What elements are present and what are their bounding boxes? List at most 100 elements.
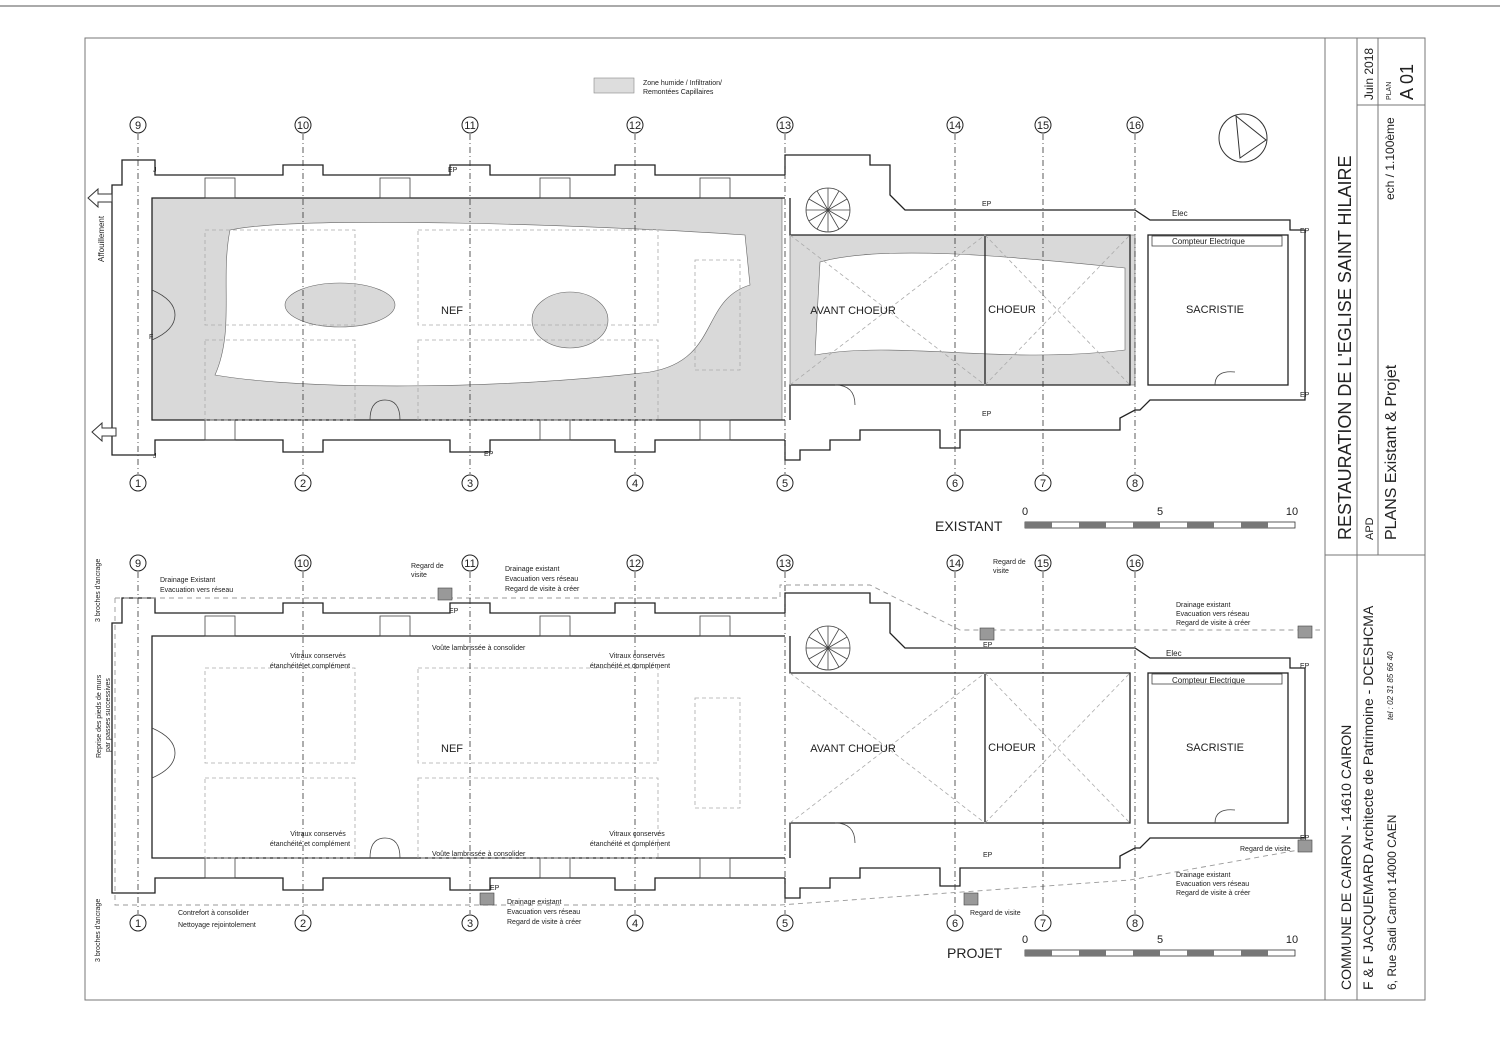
scale-bar-segment [1187,522,1214,528]
elec-label: Elec [1172,209,1188,218]
sacristie-wall [1147,234,1289,386]
stair-step [827,209,840,230]
grid-axis-bubble [776,474,794,492]
plan-existant [111,154,1306,461]
vault-outline [694,259,741,371]
grid-axis-label: 12 [629,558,641,570]
drainage-note-line: Evacuation vers réseau [1176,611,1249,618]
broches-ancrage-label: 3 broches d'ancrage [95,559,102,622]
room-label-avant-choeur: AVANT CHOEUR [810,305,896,317]
regard-visite-icon [437,587,453,601]
electric-meter-box [1151,673,1283,685]
ep-label: EP [982,201,992,208]
contrefort-note: Contrefort à consolider [178,910,249,917]
drainage-note: Drainage existant Evacuation vers réseau… [507,899,582,926]
grid-axis-label: 13 [779,120,791,132]
regard-visite-label: Regard de [411,563,444,570]
window [204,419,236,441]
electric-meter-box [1151,235,1283,247]
arrow-left-icon [87,187,113,209]
window [539,615,571,637]
grid-axis-label: 12 [629,120,641,132]
vault-outline [417,667,659,764]
arrow-left-icon [91,421,117,443]
grid-axis-bubble [1126,116,1144,134]
compteur-electrique-label: Compteur Electrique [1172,676,1245,685]
grid-axis-label: 4 [632,918,638,930]
grid-axis-label: 2 [300,478,306,490]
ep-label: EP [982,411,992,418]
date-label: Juin 2018 [1362,48,1376,100]
grid-axis-bubble [294,914,312,932]
grid-axis-bubble [946,116,964,134]
ep-label: EP [1300,835,1310,842]
sacristy-passage-door [834,384,856,406]
grid-axis-bubble [294,116,312,134]
window [204,177,236,199]
drainage-note-line: Evacuation vers réseau [507,909,580,916]
nave-wall-inner [151,635,785,859]
vault-outline [417,229,659,326]
scale-label: ech / 1.100ème [1383,117,1397,200]
vitraux-note-line: étanchéité et complément [590,663,670,670]
drainage-note-line: Drainage existant [1176,872,1231,879]
scale-bar-segment [1025,950,1052,956]
legend-swatch-wet-zone [593,77,635,94]
vitraux-note-line: Vitraux conservés [290,653,346,660]
drainage-line [114,598,1311,906]
stair-step [808,198,829,211]
nave-wall-outer [111,597,785,894]
grid-axis-bubble [626,914,644,932]
room-label-avant-choeur: AVANT CHOEUR [810,743,896,755]
grid-axis-bubble [1126,474,1144,492]
sheet-border [84,37,1426,1001]
drainage-note: Drainage existant Evacuation vers réseau… [505,566,580,593]
client-name: COMMUNE DE CAIRON - 14610 CAIRON [1338,725,1354,990]
window [699,177,731,199]
drainage-note: Drainage existant Evacuation vers réseau… [1176,602,1251,627]
grid-axis-label: 8 [1132,478,1138,490]
vault-outline [204,229,356,326]
vault-rib [789,672,986,824]
regard-visite-icon [479,892,495,906]
vitraux-note-line: étanchéité et complément [270,841,350,848]
chancel-wall-outer [784,154,1306,461]
j-marker: J [153,167,157,174]
grid-axis-label: 3 [467,918,473,930]
chancel-wall-inner [789,198,1131,420]
grid-axis-label: 6 [952,478,958,490]
west-door [151,289,176,341]
scale-bar-label: 0 [1022,934,1028,946]
window [699,615,731,637]
project-title: RESTAURATION DE L'EGLISE SAINT HILAIRE [1335,155,1355,540]
dry-zone [214,222,751,387]
chancel-wall-inner [789,636,1131,858]
grid-axis-bubble [1126,554,1144,572]
regard-visite-label-2: visite [411,572,427,579]
room-label-sacristie: SACRISTIE [1186,304,1244,316]
grid-axis-label: 3 [467,478,473,490]
scale-bar-label: 10 [1286,934,1298,946]
scale-bar-segment [1025,522,1052,528]
sacristie-door [1214,371,1236,386]
ep-label: EP [1300,392,1310,399]
grid-axis-bubble [1034,914,1052,932]
grid-axis-bubble [946,914,964,932]
north-arrow-icon [1218,113,1268,163]
scale-bar-label: 5 [1157,506,1163,518]
stair-step [827,209,848,222]
stair-step [808,636,829,649]
grid-axis-label: 7 [1040,918,1046,930]
regard-visite-label: Regard de visite [1240,846,1291,853]
vault-outline [204,339,356,421]
vault-outline [204,667,356,764]
reprise-murs-label: Reprise des pieds de murs [96,674,103,758]
drainage-note-line: Regard de visite à créer [505,586,580,593]
vault-outline [417,777,659,859]
title-block: RESTAURATION DE L'EGLISE SAINT HILAIRE C… [1324,38,1425,1000]
address: 6, Rue Sadi Carnot 14000 CAEN [1385,815,1399,990]
nave-wall-outer [111,159,785,456]
plan-label: PLAN [1386,82,1393,100]
south-door [369,837,401,859]
plan-title-existant: EXISTANT [935,518,1003,534]
